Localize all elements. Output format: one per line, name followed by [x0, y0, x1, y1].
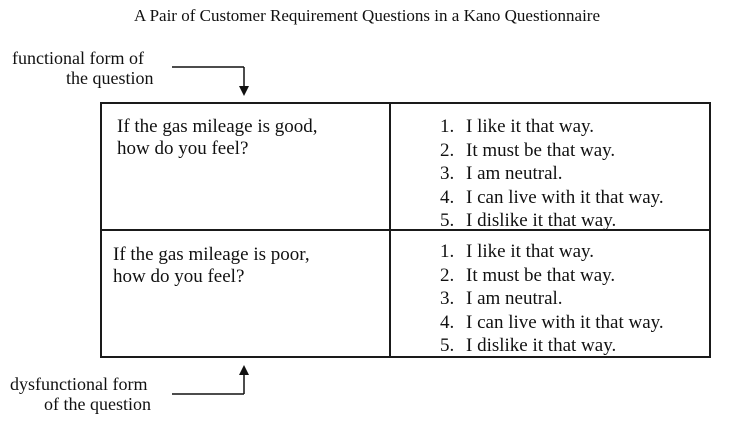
dysfunctional-answer-list: 1.I like it that way. 2.It must be that … — [440, 240, 664, 358]
diagram-title: A Pair of Customer Requirement Questions… — [134, 6, 600, 25]
dysfunctional-question-cell: If the gas mileage is poor, how do you f… — [113, 244, 310, 288]
answer-option: 2.It must be that way. — [440, 139, 616, 161]
functional-form-callout: functional form of the question — [12, 48, 154, 88]
answer-option: 3.I am neutral. — [440, 163, 563, 184]
answer-option: 1.I like it that way. — [440, 241, 595, 262]
answer-option: 4.I can live with it that way. — [440, 311, 664, 333]
dysfunctional-question-line1: If the gas mileage is poor, — [113, 244, 310, 265]
answer-option: 5.I dislike it that way. — [440, 210, 617, 231]
question-pair-table: If the gas mileage is good, how do you f… — [100, 102, 711, 358]
functional-answer-list: 1.I like it that way. 2.It must be that … — [440, 115, 664, 233]
dysfunctional-question-line2: how do you feel? — [113, 266, 245, 287]
answer-option: 2.It must be that way. — [440, 264, 616, 286]
answer-option: 1.I like it that way. — [440, 116, 595, 137]
functional-callout-line1: functional form of — [12, 48, 144, 68]
functional-callout-line2: the question — [66, 68, 154, 88]
functional-question-cell: If the gas mileage is good, how do you f… — [117, 116, 318, 160]
dysfunctional-form-callout: dysfunctional form of the question — [10, 374, 151, 414]
answer-option: 4.I can live with it that way. — [440, 186, 664, 208]
functional-connector — [172, 66, 245, 89]
answer-option: 3.I am neutral. — [440, 288, 563, 309]
dysfunctional-connector — [172, 372, 245, 395]
up-arrow-icon — [239, 365, 249, 375]
answer-option: 5.I dislike it that way. — [440, 335, 617, 356]
dysfunctional-callout-line1: dysfunctional form — [10, 374, 148, 394]
row-divider — [102, 229, 709, 231]
dysfunctional-callout-line2: of the question — [44, 394, 151, 414]
functional-question-line2: how do you feel? — [117, 138, 249, 159]
down-arrow-icon — [239, 86, 249, 96]
functional-question-line1: If the gas mileage is good, — [117, 116, 318, 137]
